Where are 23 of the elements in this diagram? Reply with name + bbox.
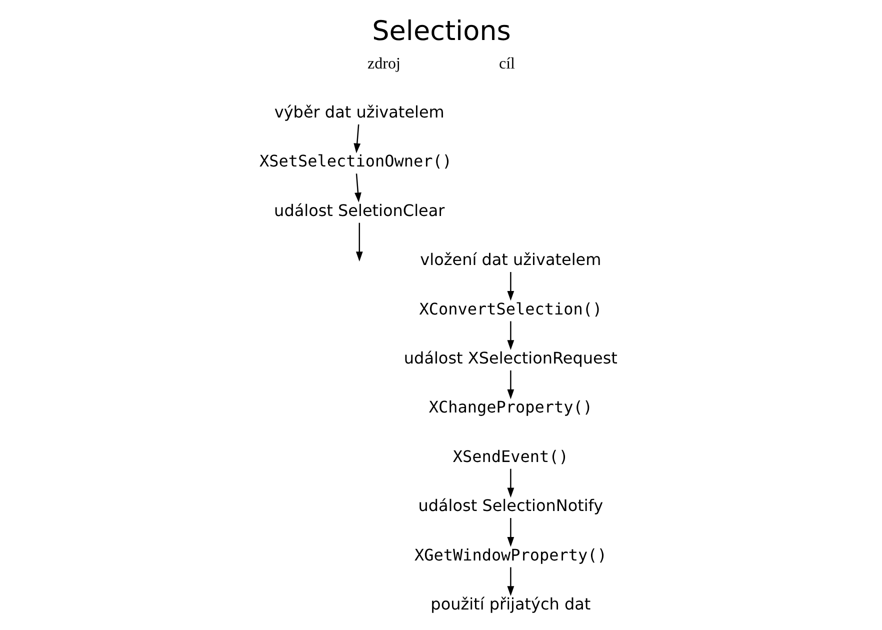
node-text: XChangeProperty() [428, 398, 592, 417]
arrow [506, 468, 514, 498]
arrow [355, 222, 362, 262]
node-text: XSetSelectionOwner() [258, 152, 452, 171]
node-text: událost SeletionClear [274, 200, 444, 220]
node-text: XConvertSelection() [418, 299, 602, 318]
arrow [506, 272, 514, 301]
label: cíl [498, 55, 514, 72]
node-text: událost SelectionNotify [418, 496, 603, 516]
diagram-title: Selections [372, 16, 510, 48]
arrow [506, 370, 514, 400]
node-text: použití přijatých dat [430, 594, 590, 614]
node-text: událost XSelectionRequest [403, 348, 617, 368]
node-text: XGetWindowProperty() [414, 545, 606, 564]
arrow [354, 174, 361, 202]
arrow [506, 518, 514, 547]
node-text: XSendEvent() [452, 446, 568, 466]
arrow [506, 321, 514, 350]
node-text: výběr dat uživatelem [274, 102, 444, 122]
arrow [506, 567, 514, 596]
arrow [353, 124, 360, 154]
label: zdroj [367, 55, 400, 72]
node-text: vložení dat uživatelem [420, 250, 601, 270]
